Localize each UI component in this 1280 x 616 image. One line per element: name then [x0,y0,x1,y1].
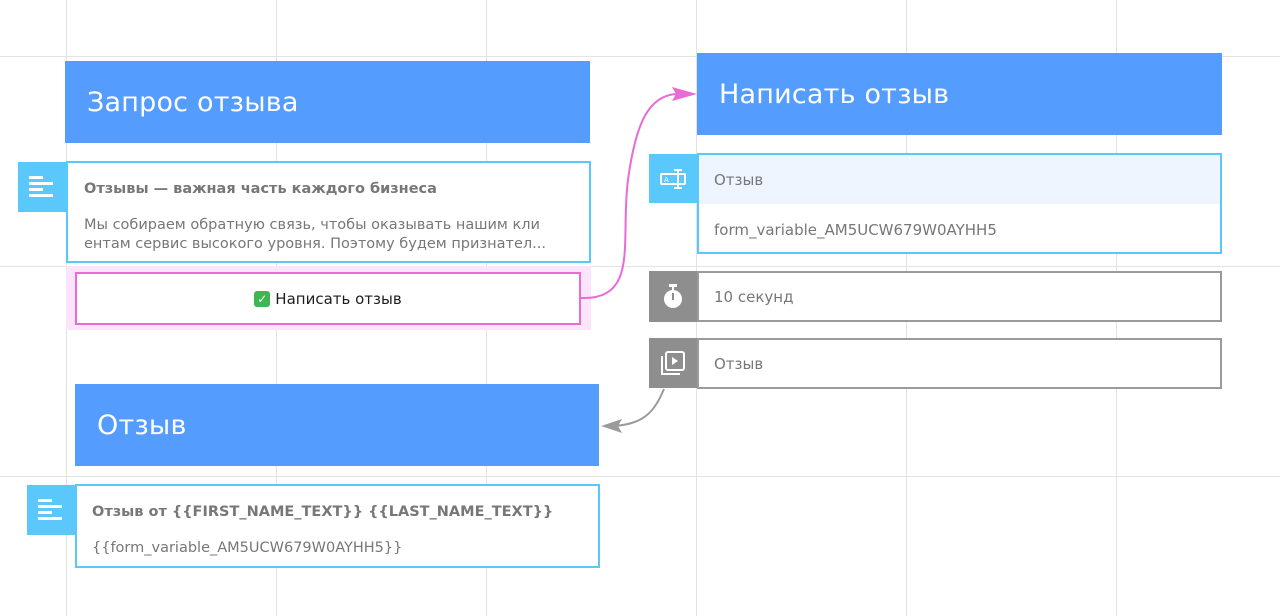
input-field-icon: A [660,168,686,189]
goto-icon-tab [649,338,697,388]
svg-text:A: A [664,176,669,184]
timer-label: 10 секунд [714,287,794,306]
review-input-block[interactable]: Отзыв form_variable_AM5UCW679W0AYHH5 [697,153,1222,254]
stopwatch-icon [664,283,682,308]
timer-block[interactable]: 10 секунд [697,271,1222,322]
review-input-label: Отзыв [699,155,1220,204]
review-node-header[interactable]: Отзыв [75,384,599,466]
review-text-heading: Отзыв от {{FIRST_NAME_TEXT}} {{LAST_NAME… [92,504,554,520]
write-review-button[interactable]: ✓ Написать отзыв [75,272,581,325]
input-icon-tab: A [649,154,697,203]
goto-block[interactable]: Отзыв [697,338,1222,389]
review-text-body: {{form_variable_AM5UCW679W0AYHH5}} [92,540,403,556]
review-node-title: Отзыв [97,409,187,441]
request-text-heading: Отзывы — важная часть каждого бизнеса [84,181,437,197]
write-node-title: Написать отзыв [719,78,950,110]
review-input-variable: form_variable_AM5UCW679W0AYHH5 [714,221,997,239]
text-align-left-icon [29,176,53,197]
goto-block-icon [661,351,685,375]
timer-icon-tab [649,271,697,322]
request-text-line-1: Мы собираем обратную связь, чтобы оказыв… [84,217,540,233]
goto-label: Отзыв [714,354,764,373]
review-text-block[interactable]: Отзыв от {{FIRST_NAME_TEXT}} {{LAST_NAME… [75,484,600,568]
connector-arrowhead-gray [601,419,622,433]
goto-to-review-node-connector [611,388,665,427]
request-text-line-2: ентам сервис высокого уровня. Поэтому бу… [84,236,546,252]
text-block-icon-tab [18,162,66,212]
connector-arrowhead-pink [672,87,697,101]
write-review-button-label: Написать отзыв [275,289,402,308]
review-text-icon-tab [27,485,75,535]
request-text-body: Мы собираем обратную связь, чтобы оказыв… [84,216,546,254]
write-node-header[interactable]: Написать отзыв [697,53,1222,135]
request-node-title: Запрос отзыва [87,86,299,118]
check-mark-icon: ✓ [254,290,271,307]
text-align-left-icon [38,499,62,520]
request-text-block[interactable]: Отзывы — важная часть каждого бизнеса Мы… [66,161,591,263]
request-node-header[interactable]: Запрос отзыва [65,61,590,143]
